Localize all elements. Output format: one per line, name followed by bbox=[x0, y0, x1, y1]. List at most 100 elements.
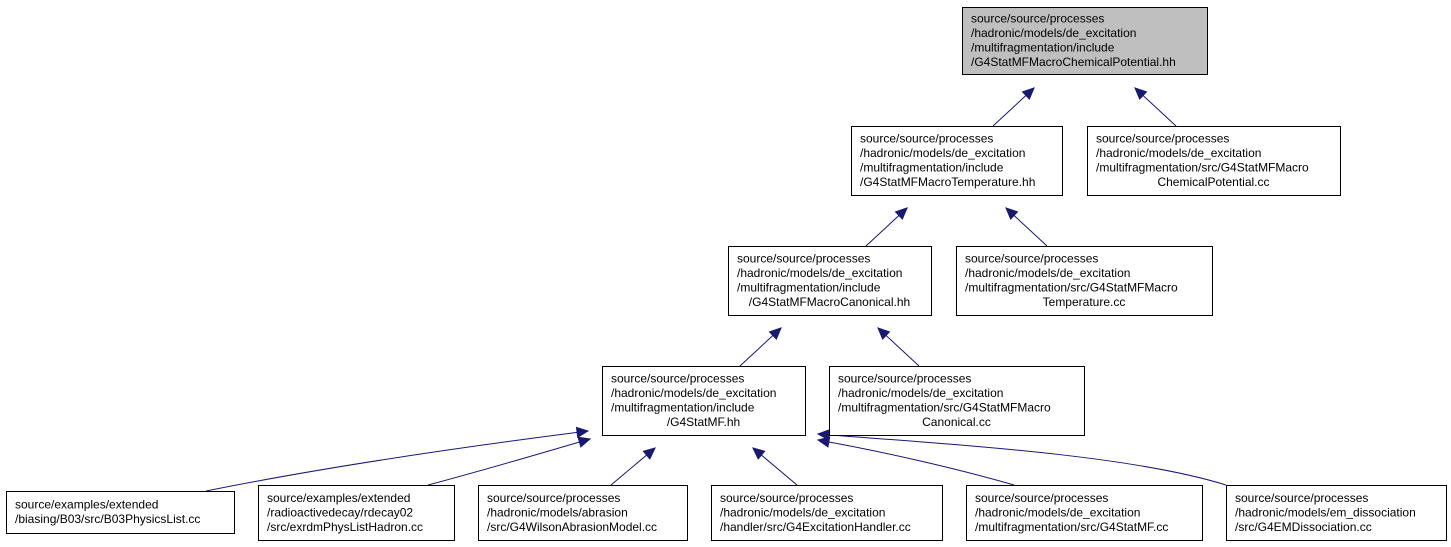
node-label-line: /src/G4WilsonAbrasionModel.cc bbox=[487, 520, 657, 534]
node-box bbox=[956, 246, 1213, 316]
file-node-root[interactable]: source/source/processes/hadronic/models/… bbox=[962, 7, 1208, 75]
file-node-statmf-cc[interactable]: source/source/processes/hadronic/models/… bbox=[966, 485, 1203, 541]
file-node-b03-physicslist-cc[interactable]: source/examples/extended/biasing/B03/src… bbox=[6, 491, 235, 534]
edge-line bbox=[817, 439, 1015, 486]
node-label-line: /multifragmentation/include bbox=[860, 161, 1004, 175]
dependency-arrow-canonical-hh bbox=[865, 207, 908, 247]
node-box bbox=[829, 366, 1085, 436]
arrowhead bbox=[816, 436, 831, 448]
node-label-line: source/source/processes bbox=[1235, 491, 1368, 505]
dependency-arrow-b03-physicslist-cc bbox=[205, 426, 590, 492]
node-label-line: /biasing/B03/src/B03PhysicsList.cc bbox=[15, 512, 200, 526]
node-label-line: /radioactivedecay/rdecay02 bbox=[267, 505, 413, 519]
node-label-line: /multifragmentation/src/G4StatMFMacro bbox=[965, 281, 1178, 295]
node-label-line: source/source/processes bbox=[1096, 132, 1229, 146]
dependency-arrow-temperature-hh bbox=[992, 87, 1035, 127]
node-label-line: /G4StatMF.hh bbox=[667, 415, 740, 429]
arrowhead bbox=[642, 447, 656, 460]
arrowhead bbox=[1005, 207, 1019, 221]
node-label-line: /multifragmentation/src/G4StatMF.cc bbox=[975, 520, 1168, 534]
dependency-arrow-chemical-potential-cc bbox=[1134, 87, 1177, 127]
node-label-line: ChemicalPotential.cc bbox=[1157, 175, 1269, 189]
node-label-line: source/source/processes bbox=[975, 491, 1108, 505]
node-box bbox=[966, 485, 1203, 541]
arrowhead bbox=[877, 327, 891, 341]
arrowhead bbox=[1134, 87, 1148, 101]
node-label-line: /G4StatMFMacroCanonical.hh bbox=[749, 295, 910, 309]
node-label-line: /hadronic/models/de_excitation bbox=[611, 386, 776, 400]
node-box bbox=[258, 485, 455, 541]
arrowhead bbox=[816, 429, 830, 441]
file-node-excitation-handler-cc[interactable]: source/source/processes/hadronic/models/… bbox=[711, 485, 943, 541]
node-label-line: source/examples/extended bbox=[267, 491, 410, 505]
node-label-line: source/source/processes bbox=[720, 491, 853, 505]
node-box bbox=[478, 485, 688, 541]
node-label-line: /src/G4EMDissociation.cc bbox=[1235, 520, 1372, 534]
dependency-arrow-em-dissociation-cc bbox=[816, 429, 1227, 486]
node-label-line: /hadronic/models/de_excitation bbox=[975, 505, 1140, 519]
node-label-line: source/source/processes bbox=[860, 132, 993, 146]
node-label-line: /hadronic/models/de_excitation bbox=[838, 386, 1003, 400]
node-box bbox=[6, 491, 235, 534]
node-label-line: source/source/processes bbox=[838, 372, 971, 386]
node-label-line: /G4StatMFMacroTemperature.hh bbox=[860, 175, 1035, 189]
node-box bbox=[1087, 126, 1341, 196]
arrowhead bbox=[577, 436, 592, 448]
edge-line bbox=[817, 433, 1227, 486]
node-label-line: /multifragmentation/include bbox=[971, 41, 1115, 55]
node-box bbox=[602, 366, 806, 436]
node-box bbox=[1226, 485, 1447, 541]
dependency-arrow-canonical-cc bbox=[877, 327, 920, 367]
node-box bbox=[851, 126, 1063, 196]
file-node-temperature-cc[interactable]: source/source/processes/hadronic/models/… bbox=[956, 246, 1213, 316]
arrowhead bbox=[894, 207, 908, 221]
node-label-line: /src/exrdmPhysListHadron.cc bbox=[267, 520, 423, 534]
node-box bbox=[711, 485, 943, 541]
node-label-line: source/source/processes bbox=[737, 252, 870, 266]
node-label-line: /handler/src/G4ExcitationHandler.cc bbox=[720, 520, 911, 534]
arrowhead bbox=[768, 327, 782, 341]
node-label-line: /hadronic/models/de_excitation bbox=[860, 146, 1025, 160]
node-label-line: source/examples/extended bbox=[15, 498, 158, 512]
file-node-statmf-hh[interactable]: source/source/processes/hadronic/models/… bbox=[602, 366, 806, 436]
file-node-wilson-abrasion-cc[interactable]: source/source/processes/hadronic/models/… bbox=[478, 485, 688, 541]
node-label-line: /hadronic/models/de_excitation bbox=[965, 266, 1130, 280]
file-node-em-dissociation-cc[interactable]: source/source/processes/hadronic/models/… bbox=[1226, 485, 1447, 541]
node-label-line: source/source/processes bbox=[487, 491, 620, 505]
node-label-line: /multifragmentation/include bbox=[737, 281, 881, 295]
file-node-chemical-potential-cc[interactable]: source/source/processes/hadronic/models/… bbox=[1087, 126, 1341, 196]
dependency-arrow-statmf-cc bbox=[816, 436, 1015, 486]
node-label-line: /hadronic/models/em_dissociation bbox=[1235, 505, 1416, 519]
dependency-arrow-wilson-abrasion-cc bbox=[610, 447, 656, 486]
node-box bbox=[962, 7, 1208, 75]
dependency-arrow-exrdm-physlisthadron-cc bbox=[427, 436, 592, 486]
node-label-line: /hadronic/models/de_excitation bbox=[1096, 146, 1261, 160]
node-label-line: Canonical.cc bbox=[922, 415, 991, 429]
dependency-arrow-excitation-handler-cc bbox=[752, 447, 798, 486]
arrowhead bbox=[575, 426, 590, 439]
edge-line bbox=[427, 438, 591, 486]
edge-line bbox=[205, 430, 589, 492]
node-label-line: /multifragmentation/include bbox=[611, 401, 755, 415]
file-node-temperature-hh[interactable]: source/source/processes/hadronic/models/… bbox=[851, 126, 1063, 196]
node-label-line: source/source/processes bbox=[971, 12, 1104, 26]
node-label-line: Temperature.cc bbox=[1043, 295, 1126, 309]
dependency-arrow-statmf-hh bbox=[739, 327, 782, 367]
node-label-line: /hadronic/models/de_excitation bbox=[720, 505, 885, 519]
arrowhead bbox=[752, 447, 766, 460]
file-node-canonical-hh[interactable]: source/source/processes/hadronic/models/… bbox=[728, 246, 932, 316]
node-label-line: /multifragmentation/src/G4StatMFMacro bbox=[838, 401, 1051, 415]
node-label-line: /G4StatMFMacroChemicalPotential.hh bbox=[971, 55, 1176, 69]
node-label-line: source/source/processes bbox=[965, 252, 1098, 266]
node-label-line: source/source/processes bbox=[611, 372, 744, 386]
node-label-line: /hadronic/models/de_excitation bbox=[737, 266, 902, 280]
node-label-line: /hadronic/models/abrasion bbox=[487, 505, 628, 519]
dependency-arrow-temperature-cc bbox=[1005, 207, 1048, 247]
node-box bbox=[728, 246, 932, 316]
node-label-line: /multifragmentation/src/G4StatMFMacro bbox=[1096, 161, 1309, 175]
node-label-line: /hadronic/models/de_excitation bbox=[971, 26, 1136, 40]
file-node-canonical-cc[interactable]: source/source/processes/hadronic/models/… bbox=[829, 366, 1085, 436]
arrowhead bbox=[1021, 87, 1035, 101]
file-node-exrdm-physlisthadron-cc[interactable]: source/examples/extended/radioactivedeca… bbox=[258, 485, 455, 541]
